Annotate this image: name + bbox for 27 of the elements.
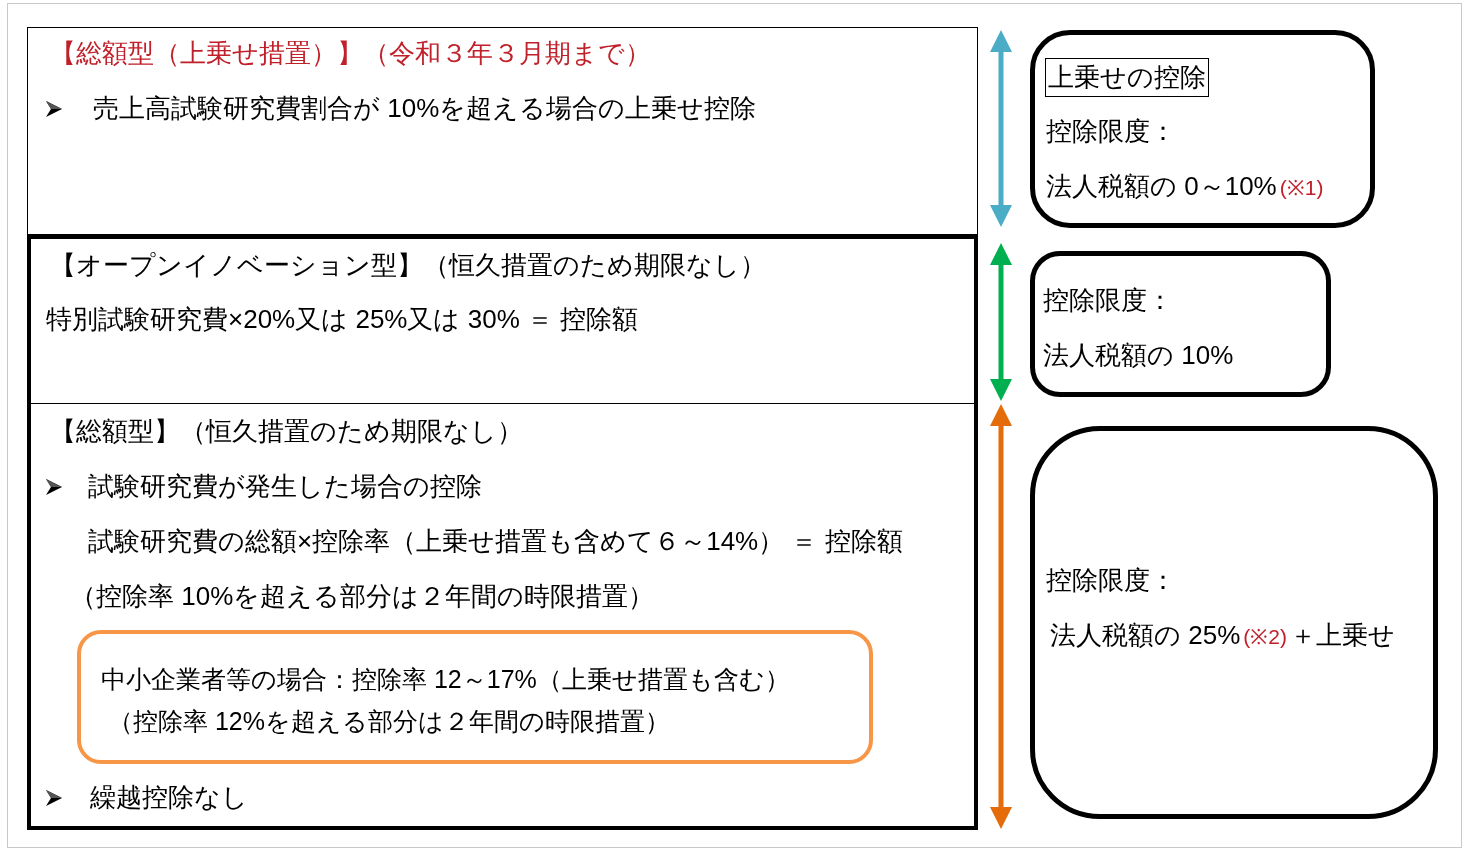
rounded-box <box>77 630 873 764</box>
body-text: 売上高試験研究費割合が 10%を超える場合の上乗せ控除 <box>93 93 757 124</box>
body-text: 繰越控除なし <box>90 782 248 813</box>
heading: 【総額型】（恒久措置のため期限なし） <box>50 416 523 447</box>
rounded-box <box>1030 426 1438 819</box>
section-box <box>27 27 978 235</box>
limit-text: 法人税額の 25% <box>1050 620 1241 651</box>
frame-box <box>27 235 978 830</box>
limit-text: 法人税額の 0～10% <box>1046 171 1277 202</box>
limit-text: 控除限度： <box>1043 285 1173 316</box>
limit-text: 法人税額の 10% <box>1043 340 1234 371</box>
body-text: 中小企業者等の場合：控除率 12～17%（上乗せ措置も含む） <box>101 665 790 693</box>
body-text: 試験研究費の総額×控除率（上乗せ措置も含めて６～14%） ＝ 控除額 <box>88 526 903 557</box>
limit-text: ＋上乗せ <box>1289 620 1395 651</box>
rounded-box <box>1030 251 1331 397</box>
note-mark: (※2) <box>1243 625 1287 649</box>
limit-text: 控除限度： <box>1046 116 1176 147</box>
body-text: 特別試験研究費×20%又は 25%又は 30% ＝ 控除額 <box>46 304 639 335</box>
heading: 【オープンイノベーション型】（恒久措置のため期限なし） <box>50 250 766 281</box>
limit-text: 控除限度： <box>1046 565 1176 596</box>
body-text: （控除率 12%を超える部分は２年間の時限措置） <box>108 707 670 735</box>
boxed-label: 上乗せの控除 <box>1045 58 1209 97</box>
note-mark: (※1) <box>1279 176 1324 200</box>
heading: 【総額型（上乗せ措置）】（令和３年３月期まで） <box>50 38 651 69</box>
body-text: 試験研究費が発生した場合の控除 <box>88 471 482 502</box>
rounded-box <box>1030 30 1375 228</box>
body-text: （控除率 10%を超える部分は２年間の時限措置） <box>70 581 655 612</box>
